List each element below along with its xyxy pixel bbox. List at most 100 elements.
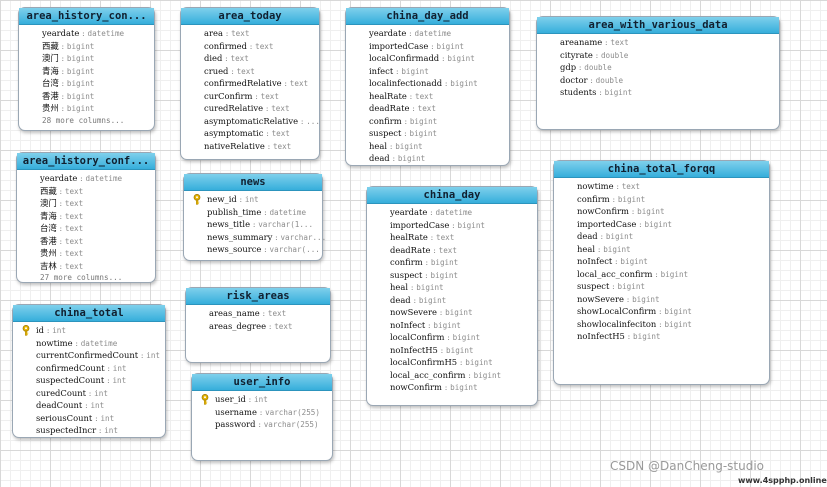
table-title[interactable]: china_total_forqq [554, 161, 769, 178]
column-row[interactable]: students : bigint [537, 86, 779, 99]
column-row[interactable]: cityrate : double [537, 49, 779, 62]
column-row[interactable]: nowConfirm : bigint [554, 205, 769, 218]
column-row[interactable]: nowSevere : bigint [367, 306, 537, 319]
column-row[interactable]: infect : bigint [346, 65, 509, 78]
column-row[interactable]: heal : bigint [554, 243, 769, 256]
column-row[interactable]: 西藏 : text [17, 185, 155, 198]
more-columns-link[interactable]: 27 more columns... [40, 273, 123, 282]
column-row[interactable]: noInfect : bigint [554, 255, 769, 268]
column-row[interactable]: 青海 : text [17, 210, 155, 223]
table-title[interactable]: china_day_add [346, 8, 509, 25]
column-row[interactable]: dead : bigint [346, 152, 509, 165]
column-row[interactable]: 澳门 : bigint [19, 52, 154, 65]
column-row[interactable]: suspect : bigint [554, 280, 769, 293]
column-row[interactable]: asymptomatic : text [181, 127, 319, 140]
column-row[interactable]: nowConfirm : bigint [367, 381, 537, 394]
column-row[interactable]: yeardate : datetime [19, 27, 154, 40]
column-row[interactable]: heal : bigint [346, 140, 509, 153]
column-row[interactable]: 贵州 : bigint [19, 102, 154, 115]
table-title[interactable]: area_history_con... [19, 8, 154, 25]
column-row[interactable]: dead : bigint [554, 230, 769, 243]
column-row[interactable]: nowtime : text [554, 180, 769, 193]
column-row[interactable]: username : varchar(255) [192, 406, 332, 419]
column-row[interactable]: curedRelative : text [181, 102, 319, 115]
column-row[interactable]: id : int [13, 324, 165, 337]
column-row[interactable]: localConfirm : bigint [367, 331, 537, 344]
column-row[interactable]: localConfirmadd : bigint [346, 52, 509, 65]
column-row[interactable]: importedCase : bigint [367, 219, 537, 232]
table-title[interactable]: news [184, 174, 322, 191]
column-row[interactable]: confirmedRelative : text [181, 77, 319, 90]
column-row[interactable]: nowSevere : bigint [554, 293, 769, 306]
more-columns-link[interactable]: 28 more columns... [42, 115, 125, 125]
column-row[interactable]: curedCount : int [13, 387, 165, 400]
column-row[interactable]: yeardate : datetime [367, 206, 537, 219]
column-row[interactable]: yeardate : datetime [17, 172, 155, 185]
column-row[interactable]: noInfectH5 : bigint [554, 330, 769, 343]
table-title[interactable]: area_today [181, 8, 319, 25]
column-row[interactable]: 西藏 : bigint [19, 40, 154, 53]
column-row[interactable]: 香港 : bigint [19, 90, 154, 103]
column-row[interactable]: local_acc_confirm : bigint [554, 268, 769, 281]
column-row[interactable]: news_title : varchar(1... [184, 218, 322, 231]
column-row[interactable]: currentConfirmedCount : int [13, 349, 165, 362]
column-row[interactable]: 香港 : text [17, 235, 155, 248]
column-row[interactable]: user_id : int [192, 393, 332, 406]
table-title[interactable]: area_with_various_data [537, 17, 779, 34]
column-row[interactable]: 青海 : bigint [19, 65, 154, 78]
column-row[interactable]: deadRate : text [367, 244, 537, 257]
column-row[interactable]: suspectedCount : int [13, 374, 165, 387]
column-row[interactable]: noInfect : bigint [367, 319, 537, 332]
column-row[interactable]: yeardate : datetime [346, 27, 509, 40]
column-row[interactable]: new_id : int [184, 193, 322, 206]
column-row[interactable]: 贵州 : text [17, 247, 155, 260]
column-row[interactable]: news_summary : varchar... [184, 231, 326, 244]
column-row[interactable]: suspect : bigint [367, 269, 537, 282]
column-row[interactable]: localinfectionadd : bigint [346, 77, 509, 90]
column-row[interactable]: areas_name : text [186, 307, 330, 320]
column-row[interactable]: nativeRelative : text [181, 140, 319, 153]
column-row[interactable]: areas_degree : text [186, 320, 330, 333]
column-row[interactable]: news_source : varchar(... [184, 243, 322, 256]
column-row[interactable]: area : text [181, 27, 319, 40]
table-title[interactable]: risk_areas [186, 288, 330, 305]
column-row[interactable]: healRate : text [367, 231, 537, 244]
column-row[interactable]: localConfirmH5 : bigint [367, 356, 537, 369]
column-row[interactable]: deadRate : text [346, 102, 509, 115]
column-row[interactable]: 吉林 : text [17, 260, 155, 273]
column-row[interactable]: curConfirm : text [181, 90, 319, 103]
column-row[interactable]: confirmed : text [181, 40, 319, 53]
column-row[interactable]: gdp : double [537, 61, 779, 74]
column-row[interactable]: heal : bigint [367, 281, 537, 294]
column-row[interactable]: doctor : double [537, 74, 779, 87]
table-title[interactable]: user_info [192, 374, 332, 391]
column-row[interactable]: importedCase : bigint [554, 218, 769, 231]
column-row[interactable]: showlocalinfeciton : bigint [554, 318, 769, 331]
column-row[interactable]: 台湾 : bigint [19, 77, 154, 90]
column-row[interactable]: suspectedIncr : int [13, 424, 165, 437]
table-title[interactable]: area_history_conf... [17, 153, 155, 170]
column-row[interactable]: 台湾 : text [17, 222, 155, 235]
column-row[interactable]: confirm : bigint [367, 256, 537, 269]
table-title[interactable]: china_total [13, 305, 165, 322]
column-row[interactable]: crued : text [181, 65, 319, 78]
column-row[interactable]: 澳门 : text [17, 197, 155, 210]
column-row[interactable]: seriousCount : int [13, 412, 165, 425]
column-row[interactable]: local_acc_confirm : bigint [367, 369, 537, 382]
column-row[interactable]: deadCount : int [13, 399, 165, 412]
column-row[interactable]: confirm : bigint [554, 193, 769, 206]
column-row[interactable]: confirmedCount : int [13, 362, 165, 375]
column-row[interactable]: died : text [181, 52, 319, 65]
column-row[interactable]: healRate : text [346, 90, 509, 103]
column-row[interactable]: showLocalConfirm : bigint [554, 305, 769, 318]
column-row[interactable]: areaname : text [537, 36, 779, 49]
